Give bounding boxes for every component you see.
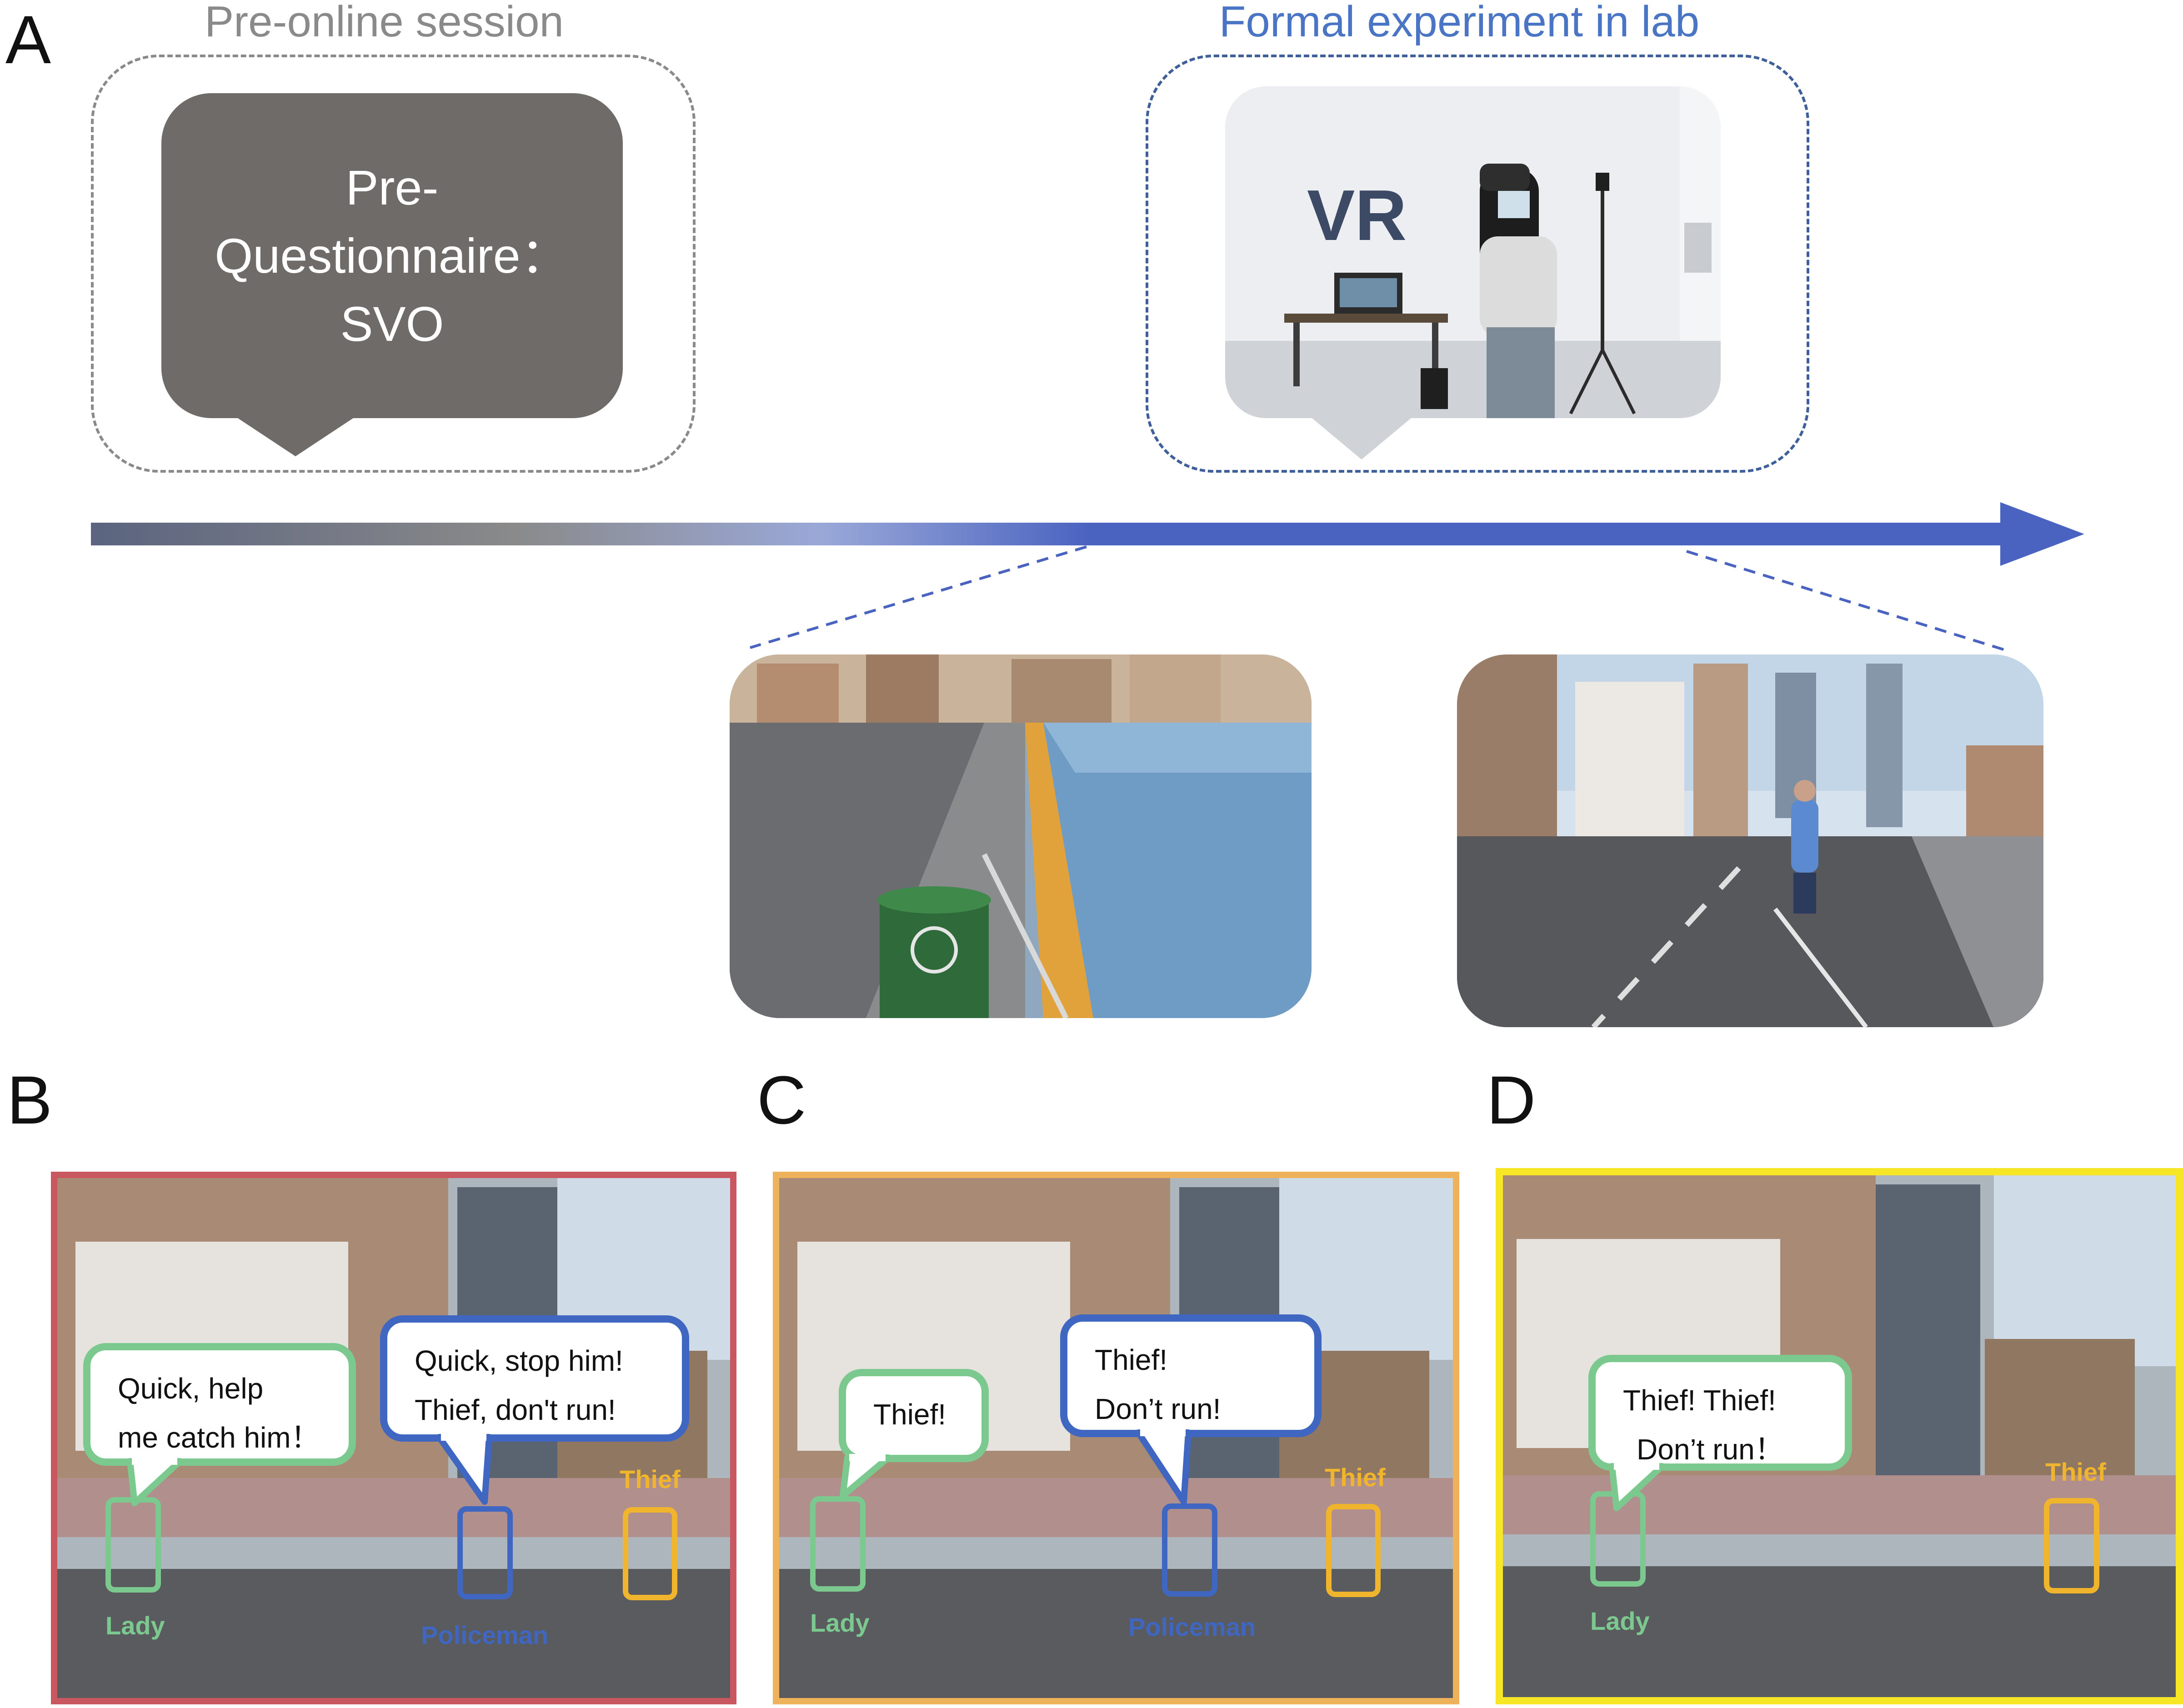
- formal-session-frame: [1146, 55, 1809, 473]
- scene-b-lady-speech-line-1: Quick, help: [118, 1372, 264, 1405]
- scene-c-policeman-speech-tail: [1135, 1429, 1192, 1505]
- pre-session-title: Pre-online session: [205, 0, 564, 46]
- scene-b-policeman-speech-line-2: Thief, don't run!: [415, 1393, 616, 1426]
- scene-c-frame: Lady Policeman Thief Thief! Thief! Don’t…: [773, 1172, 1459, 1704]
- timeline-arrow: [91, 502, 2084, 566]
- scene-c-policeman-speech: Thief! Don’t run!: [1060, 1314, 1322, 1437]
- panel-label-a: A: [5, 1, 51, 78]
- vr-photo-tail: [1309, 416, 1414, 459]
- scene-d-lady-speech-line-1: Thief! Thief!: [1623, 1384, 1776, 1417]
- scene-c-policeman-box: [1162, 1503, 1217, 1597]
- scene-c-policeman-speech-line-1: Thief!: [1095, 1343, 1168, 1376]
- scene-d-lady-speech-tail: [1609, 1463, 1665, 1511]
- scene-b-frame: Lady Policeman Thief Quick, help me catc…: [51, 1172, 736, 1704]
- scene-b-thief-label: Thief: [620, 1465, 681, 1493]
- scene-c-thief-label: Thief: [1325, 1463, 1386, 1492]
- scene-c-lady-label: Lady: [810, 1608, 870, 1637]
- scene-b-lady-speech-tail: [127, 1458, 183, 1506]
- scene-c-lady-speech-line-1: Thief!: [873, 1398, 946, 1431]
- vr-label: VR: [1307, 175, 1407, 255]
- scene-b-lady-label: Lady: [105, 1611, 165, 1640]
- panel-label-c: C: [757, 1062, 806, 1138]
- scene-d-thief-label: Thief: [2045, 1458, 2106, 1486]
- scene-b-lady-box: [105, 1497, 161, 1593]
- scene-c-lady-speech-tail: [840, 1454, 891, 1499]
- scene-b-policeman-speech: Quick, stop him! Thief, don't run!: [380, 1315, 689, 1442]
- scene-b-policeman-box: [457, 1506, 513, 1599]
- scene-b-lady-speech-line-2: me catch him！: [118, 1421, 320, 1454]
- questionnaire-bubble-tail: [236, 417, 355, 456]
- questionnaire-line-1: Pre-: [345, 160, 439, 215]
- vr-scene-street: [1457, 654, 2043, 1027]
- formal-session-title: Formal experiment in lab: [1219, 0, 1700, 46]
- scene-b-policeman-label: Policeman: [421, 1621, 549, 1649]
- scene-d-lady-speech: Thief! Thief! Don’t run！: [1588, 1355, 1852, 1471]
- scene-d-lady-speech-line-2: Don’t run！: [1637, 1433, 1784, 1466]
- panel-label-b: B: [7, 1062, 53, 1138]
- panel-label-d: D: [1487, 1062, 1536, 1138]
- scene-b-policeman-speech-tail: [436, 1433, 492, 1505]
- scene-b-policeman-speech-line-1: Quick, stop him!: [415, 1344, 623, 1377]
- vr-lab-photo: [1225, 86, 1721, 418]
- vr-scene-river: [730, 654, 1312, 1018]
- scene-b-thief-box: [623, 1507, 677, 1600]
- scene-d-frame: Lady Thief Thief! Thief! Don’t run！: [1496, 1168, 2183, 1704]
- zoom-lines: [750, 545, 2010, 653]
- questionnaire-bubble: Pre- Questionnaire： SVO: [161, 93, 623, 418]
- scene-c-policeman-label: Policeman: [1128, 1613, 1256, 1641]
- questionnaire-line-3: SVO: [340, 296, 444, 351]
- scene-d-lady-box: [1590, 1491, 1646, 1587]
- scene-c-thief-box: [1326, 1504, 1381, 1597]
- scene-d-lady-label: Lady: [1590, 1607, 1650, 1635]
- pre-session-frame: [91, 55, 696, 473]
- questionnaire-line-2: Questionnaire：: [215, 228, 570, 283]
- scene-d-thief-box: [2044, 1498, 2099, 1593]
- scene-c-lady-speech: Thief!: [839, 1369, 989, 1462]
- scene-c-policeman-speech-line-2: Don’t run!: [1095, 1393, 1221, 1425]
- scene-c-lady-box: [810, 1496, 866, 1592]
- scene-b-lady-speech: Quick, help me catch him！: [83, 1343, 356, 1466]
